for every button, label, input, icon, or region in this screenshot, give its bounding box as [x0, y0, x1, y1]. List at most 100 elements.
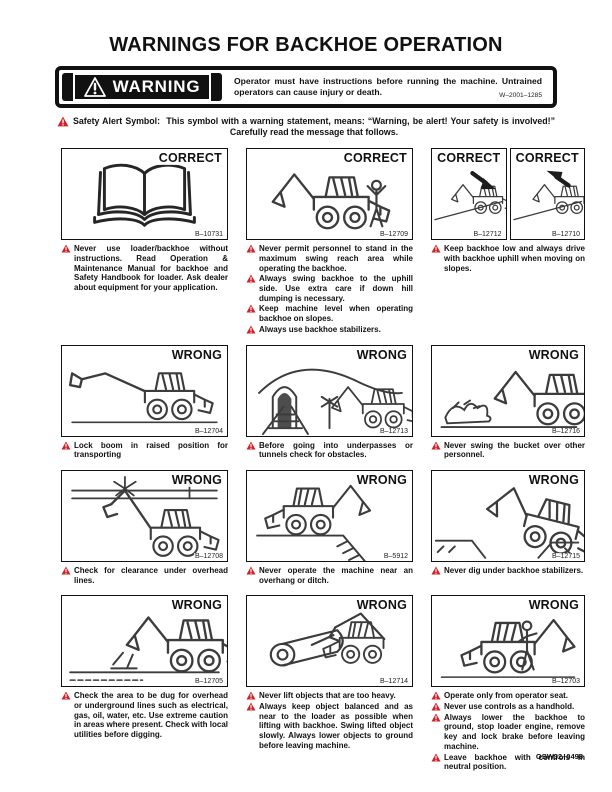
figure-box: CORRECT B–10731 — [61, 148, 228, 241]
verdict-label: WRONG — [170, 472, 223, 487]
alert-triangle-icon — [246, 304, 256, 313]
verdict-label: CORRECT — [157, 151, 223, 166]
safety-alert-triangle-icon — [57, 116, 69, 127]
figure-id: B–12704 — [193, 427, 224, 435]
figure-id: B–12712 — [472, 231, 503, 239]
warning-note: Always keep object balanced and as near … — [246, 702, 413, 751]
alert-triangle-icon — [431, 752, 441, 762]
note-text: Always keep object balanced and as near … — [259, 702, 413, 750]
verdict-label: WRONG — [527, 598, 580, 613]
figure-id: B–12716 — [550, 427, 581, 435]
warning-banner-body: Operator must have instructions before r… — [222, 73, 550, 101]
figure-box: WRONG B–12703 — [431, 595, 585, 688]
warning-panel-10: WRONG B–12705 Check the area to be dug f… — [61, 595, 228, 741]
warning-badge: WARNING — [62, 73, 222, 101]
note-text: Keep machine level when operating backho… — [259, 304, 413, 324]
note-text: Never swing the bucket over other person… — [444, 440, 585, 460]
note-list: Never swing the bucket over other person… — [431, 441, 585, 460]
figure-box: WRONG B–12715 — [431, 469, 585, 562]
warning-triangle-icon — [83, 77, 106, 97]
warning-code: W–2001–1285 — [499, 92, 542, 99]
note-list: Check the area to be dug for overhead or… — [61, 691, 228, 740]
note-list: Lock boom in raised position for transpo… — [61, 441, 228, 460]
alert-triangle-icon — [431, 566, 441, 575]
figure-id: B–12709 — [378, 231, 409, 239]
alert-triangle-icon — [431, 440, 441, 450]
alert-triangle-icon — [61, 566, 71, 575]
warning-banner: WARNING Operator must have instructions … — [55, 66, 557, 108]
figure-id: B–10731 — [193, 231, 224, 239]
overhead-lines-illustration — [71, 475, 220, 557]
alert-triangle-icon — [431, 244, 441, 253]
operator-off-seat-illustration — [440, 596, 576, 679]
figure-row: WRONG B–12713 — [246, 344, 413, 437]
warning-note: Operate only from operator seat. — [431, 691, 585, 701]
verdict-label: WRONG — [355, 598, 408, 613]
warning-panel-11: WRONG B–12714 Never lift objects that ar… — [246, 595, 413, 751]
warning-panel-7: WRONG B–12708 Check for clearance under … — [61, 469, 228, 586]
verdict-label: CORRECT — [437, 151, 501, 166]
note-list: Operate only from operator seat. Never u… — [431, 691, 585, 772]
manual-book-illustration — [93, 163, 196, 227]
warning-note: Never lift objects that are too heavy. — [246, 691, 413, 701]
warning-panel-1: CORRECT B–10731 Never use loader/backhoe… — [61, 148, 228, 294]
figure-box: WRONG B–12716 — [431, 344, 585, 437]
warning-panel-5: WRONG B–12713 Before going into underpas… — [246, 344, 413, 461]
note-list: Keep backhoe low and always drive with b… — [431, 244, 585, 273]
figure-row: WRONG B–12715 — [431, 469, 585, 562]
note-text: Never use controls as a handhold. — [444, 702, 575, 712]
figure-id: B–12705 — [193, 678, 224, 686]
tunnel-underpass-illustration — [258, 368, 412, 435]
warning-note: Never use loader/backhoe without instruc… — [61, 244, 228, 293]
warning-banner-text: Operator must have instructions before r… — [234, 76, 542, 97]
alert-triangle-icon — [246, 702, 256, 711]
note-text: Before going into underpasses or tunnels… — [259, 440, 413, 460]
safety-alert-message: This symbol with a warning statement, me… — [166, 116, 556, 137]
warning-panel-4: WRONG B–12704 Lock boom in raised positi… — [61, 344, 228, 461]
warning-note: Check the area to be dug for overhead or… — [61, 691, 228, 740]
alert-triangle-icon — [246, 244, 256, 253]
figure-row: WRONG B–12705 — [61, 595, 228, 688]
figure-id: B–12714 — [378, 678, 409, 686]
figure-box: WRONG B–12714 — [246, 595, 413, 688]
alert-triangle-icon — [61, 691, 71, 700]
figure-box: WRONG B–12704 — [61, 344, 228, 437]
figure-box: WRONG B–12708 — [61, 469, 228, 562]
warning-note: Lock boom in raised position for transpo… — [61, 441, 228, 460]
figure-row: WRONG B–12703 — [431, 595, 585, 688]
warning-note: Always use backhoe stabilizers. — [246, 325, 413, 335]
warning-note: Never use controls as a handhold. — [431, 702, 585, 712]
warning-note: Always swing backhoe to the uphill side.… — [246, 274, 413, 303]
alert-triangle-icon — [246, 440, 256, 450]
figure-box: CORRECT B–12710 — [509, 148, 585, 241]
warning-note: Keep backhoe low and always drive with b… — [431, 244, 585, 273]
warning-badge-frame: WARNING — [72, 73, 212, 101]
note-list: Never lift objects that are too heavy. A… — [246, 691, 413, 750]
figure-row: WRONG B–12714 — [246, 595, 413, 688]
warning-note: Before going into underpasses or tunnels… — [246, 441, 413, 460]
alert-triangle-icon — [246, 691, 256, 700]
warning-badge-label: WARNING — [112, 77, 201, 96]
safety-alert-text: Safety Alert Symbol: This symbol with a … — [73, 116, 555, 137]
verdict-label: WRONG — [170, 598, 223, 613]
alert-triangle-icon — [431, 702, 441, 711]
figure-row: CORRECT B–12709 — [246, 148, 413, 241]
verdict-label: WRONG — [527, 472, 580, 487]
note-list: Check for clearance under overhead lines… — [61, 566, 228, 585]
note-list: Never use loader/backhoe without instruc… — [61, 244, 228, 293]
figure-row: WRONG B–5912 — [246, 469, 413, 562]
figure-id: B–12710 — [550, 231, 581, 239]
verdict-label: WRONG — [527, 347, 580, 362]
swing-bucket-personnel-illustration — [440, 346, 584, 428]
note-list: Never operate the machine near an overha… — [246, 566, 413, 585]
warning-note: Never permit personnel to stand in the m… — [246, 244, 413, 273]
warning-note: Leave backhoe with controls in neutral p… — [431, 753, 585, 772]
overhang-ditch-illustration — [256, 471, 412, 561]
alert-triangle-icon — [431, 691, 441, 700]
note-text: Never dig under backhoe stabilizers. — [444, 565, 584, 575]
document-code: OSW32–0498 — [535, 752, 583, 761]
note-text: Always use backhoe stabilizers. — [259, 324, 381, 334]
alert-triangle-icon — [61, 244, 71, 253]
figure-box: WRONG B–5912 — [246, 469, 413, 562]
